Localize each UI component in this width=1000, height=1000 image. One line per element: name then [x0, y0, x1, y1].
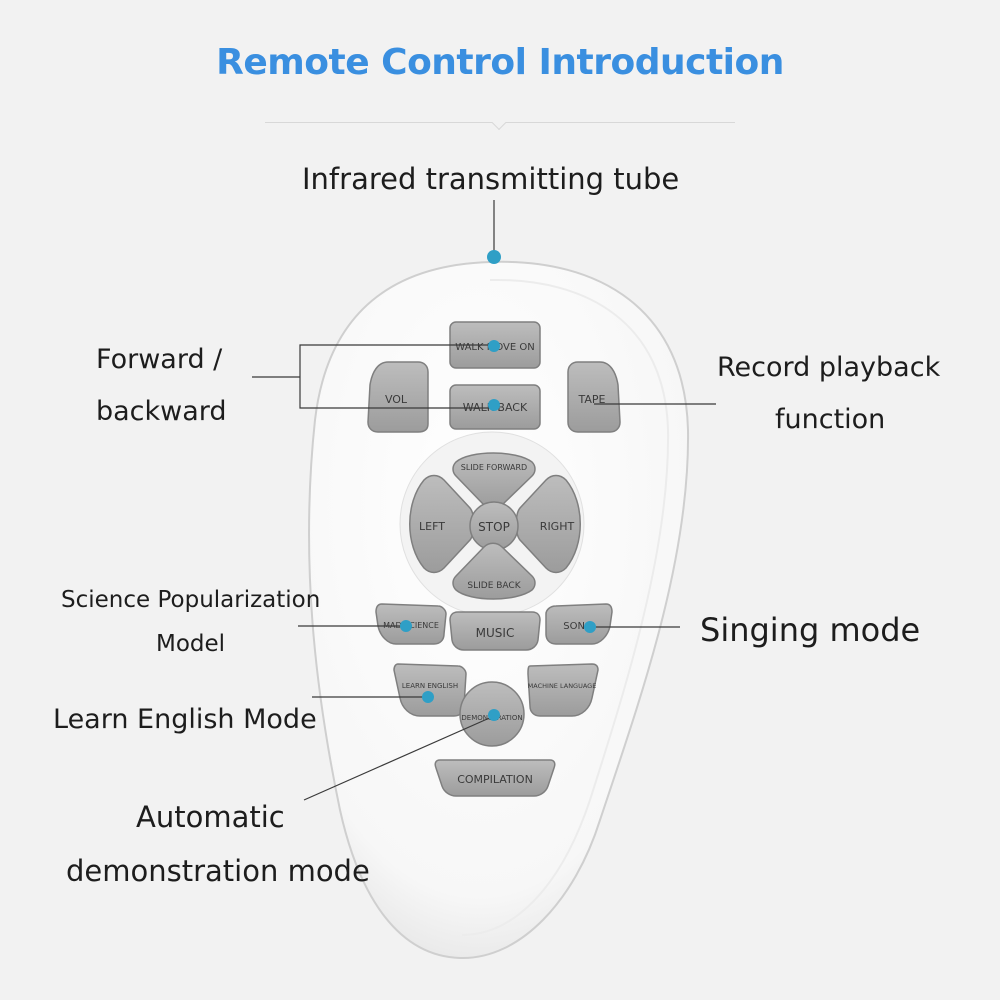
slide-forward-button	[452, 452, 536, 510]
learn-english-label: Learn English Mode	[53, 704, 317, 735]
page-title: Remote Control Introduction	[216, 42, 784, 83]
science-dot	[400, 620, 412, 632]
machine-language-button	[527, 663, 599, 717]
left-label: LEFT	[419, 520, 445, 533]
song-dot	[584, 621, 596, 633]
song-button	[545, 603, 613, 645]
demonstration-dot	[488, 709, 500, 721]
tape-label: TAPE	[578, 393, 606, 406]
music-button	[449, 611, 541, 651]
song-label: SONG	[563, 621, 592, 632]
forward-backward-label-line1: Forward /	[96, 344, 223, 375]
learn-english-label: LEARN ENGLISH	[402, 682, 458, 690]
stop-label: STOP	[478, 520, 510, 534]
infrared-label: Infrared transmitting tube	[302, 162, 680, 196]
walk-back-dot	[488, 399, 500, 411]
compilation-button	[434, 759, 556, 797]
infrared-dot	[487, 250, 501, 264]
record-label-line2: function	[775, 404, 886, 435]
left-button	[409, 474, 475, 574]
compilation-label: COMPILATION	[457, 773, 533, 786]
singing-label: Singing mode	[700, 611, 921, 649]
science-label-line2: Model	[156, 631, 226, 657]
slide-forward-label: SLIDE FORWARD	[461, 463, 527, 472]
auto-label-line1: Automatic	[136, 800, 285, 834]
auto-leader	[303, 715, 495, 801]
slide-back-label: SLIDE BACK	[467, 581, 521, 591]
learn-english-dot	[422, 691, 434, 703]
vol-label: VOL	[385, 393, 408, 406]
walk-move-on-dot	[488, 340, 500, 352]
music-label: MUSIC	[476, 626, 515, 640]
right-label: RIGHT	[540, 520, 575, 533]
vol-button	[367, 361, 429, 433]
forward-backward-label-line2: backward	[96, 396, 227, 427]
science-label-line1: Science Popularization	[61, 587, 321, 613]
auto-label-line2: demonstration mode	[66, 854, 370, 888]
machine-language-label: MACHINE LANGUAGE	[528, 682, 597, 690]
tape-button	[567, 361, 621, 433]
right-button	[515, 474, 581, 574]
record-label-line1: Record playback	[717, 352, 941, 383]
slide-back-button	[452, 542, 536, 600]
learn-english-button	[393, 663, 467, 717]
